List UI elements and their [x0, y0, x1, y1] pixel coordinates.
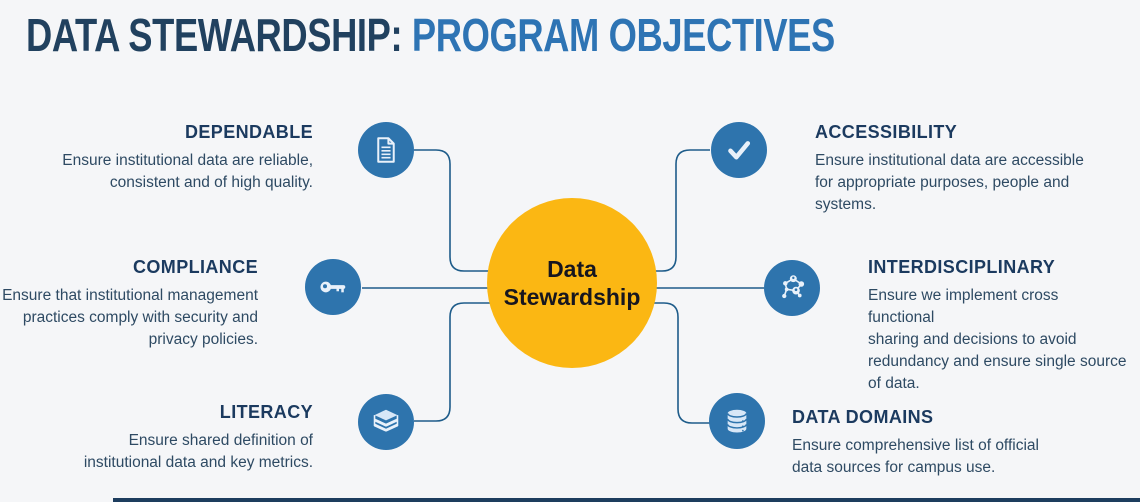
books-icon-glyph [373, 409, 399, 432]
node-interdisciplinary: INTERDISCIPLINARY Ensure we implement cr… [868, 257, 1128, 395]
node-title-data-domains: DATA DOMAINS [792, 407, 934, 427]
desc-line: institutional data and key metrics. [83, 454, 313, 471]
center-node-label-line1: Data [547, 256, 597, 282]
document-icon [358, 122, 414, 178]
desc-line: sharing and decisions to avoid [868, 331, 1077, 348]
connector-dependable [414, 149, 505, 272]
node-description-compliance: Ensure that institutional management pra… [0, 285, 258, 351]
desc-line: for appropriate purposes, people and [815, 174, 1070, 191]
node-data-domains: DATA DOMAINS Ensure comprehensive list o… [792, 407, 1062, 479]
page-title: DATA STEWARDSHIP: PROGRAM OBJECTIVES [26, 8, 835, 62]
desc-line: redundancy and ensure single source [868, 353, 1127, 370]
node-description-interdisciplinary: Ensure we implement cross functional sha… [868, 285, 1128, 395]
books-icon [358, 394, 414, 450]
network-icon [764, 260, 820, 316]
key-icon-glyph [320, 281, 346, 293]
desc-line: Ensure shared definition of [128, 432, 313, 449]
connector-data-domains [640, 302, 710, 424]
desc-line: Ensure we implement cross functional [868, 287, 1059, 326]
check-icon-glyph [728, 141, 751, 160]
network-icon-glyph [782, 275, 805, 299]
desc-line: practices comply with security and [22, 309, 258, 326]
node-dependable: DEPENDABLE Ensure institutional data are… [43, 122, 313, 194]
page-title-accent: PROGRAM OBJECTIVES [411, 9, 835, 61]
desc-line: consistent and of high quality. [109, 174, 313, 191]
connector-literacy [414, 302, 505, 422]
node-description-dependable: Ensure institutional data are reliable, … [43, 150, 313, 194]
node-description-literacy: Ensure shared definition of institutiona… [43, 430, 313, 474]
node-title-interdisciplinary: INTERDISCIPLINARY [868, 257, 1056, 277]
desc-line: systems. [815, 196, 877, 213]
node-title-literacy: LITERACY [219, 402, 313, 422]
node-literacy: LITERACY Ensure shared definition of ins… [43, 402, 313, 474]
connector-accessibility [640, 149, 710, 272]
center-node: Data Stewardship [487, 198, 657, 368]
desc-line: Ensure institutional data are accessible [815, 152, 1084, 169]
document-icon-glyph [377, 137, 395, 163]
center-node-label-line2: Stewardship [503, 284, 641, 310]
node-title-accessibility: ACCESSIBILITY [815, 122, 958, 142]
node-title-compliance: COMPLIANCE [133, 257, 258, 277]
desc-line: Ensure comprehensive list of official [792, 437, 1039, 454]
node-description-data-domains: Ensure comprehensive list of official da… [792, 435, 1062, 479]
desc-line: Ensure institutional data are reliable, [62, 152, 313, 169]
database-icon-glyph [726, 409, 748, 433]
node-accessibility: ACCESSIBILITY Ensure institutional data … [815, 122, 1085, 216]
desc-line: Ensure that institutional management [2, 287, 258, 304]
key-icon [305, 259, 361, 315]
node-description-accessibility: Ensure institutional data are accessible… [815, 150, 1085, 216]
page-title-primary: DATA STEWARDSHIP: [26, 9, 403, 61]
desc-line: of data. [868, 375, 920, 392]
database-icon [709, 393, 765, 449]
desc-line: data sources for campus use. [792, 459, 996, 476]
footer-accent-bar [113, 498, 1140, 502]
check-icon [711, 122, 767, 178]
node-title-dependable: DEPENDABLE [184, 122, 313, 142]
desc-line: privacy policies. [148, 331, 258, 348]
node-compliance: COMPLIANCE Ensure that institutional man… [0, 257, 258, 351]
